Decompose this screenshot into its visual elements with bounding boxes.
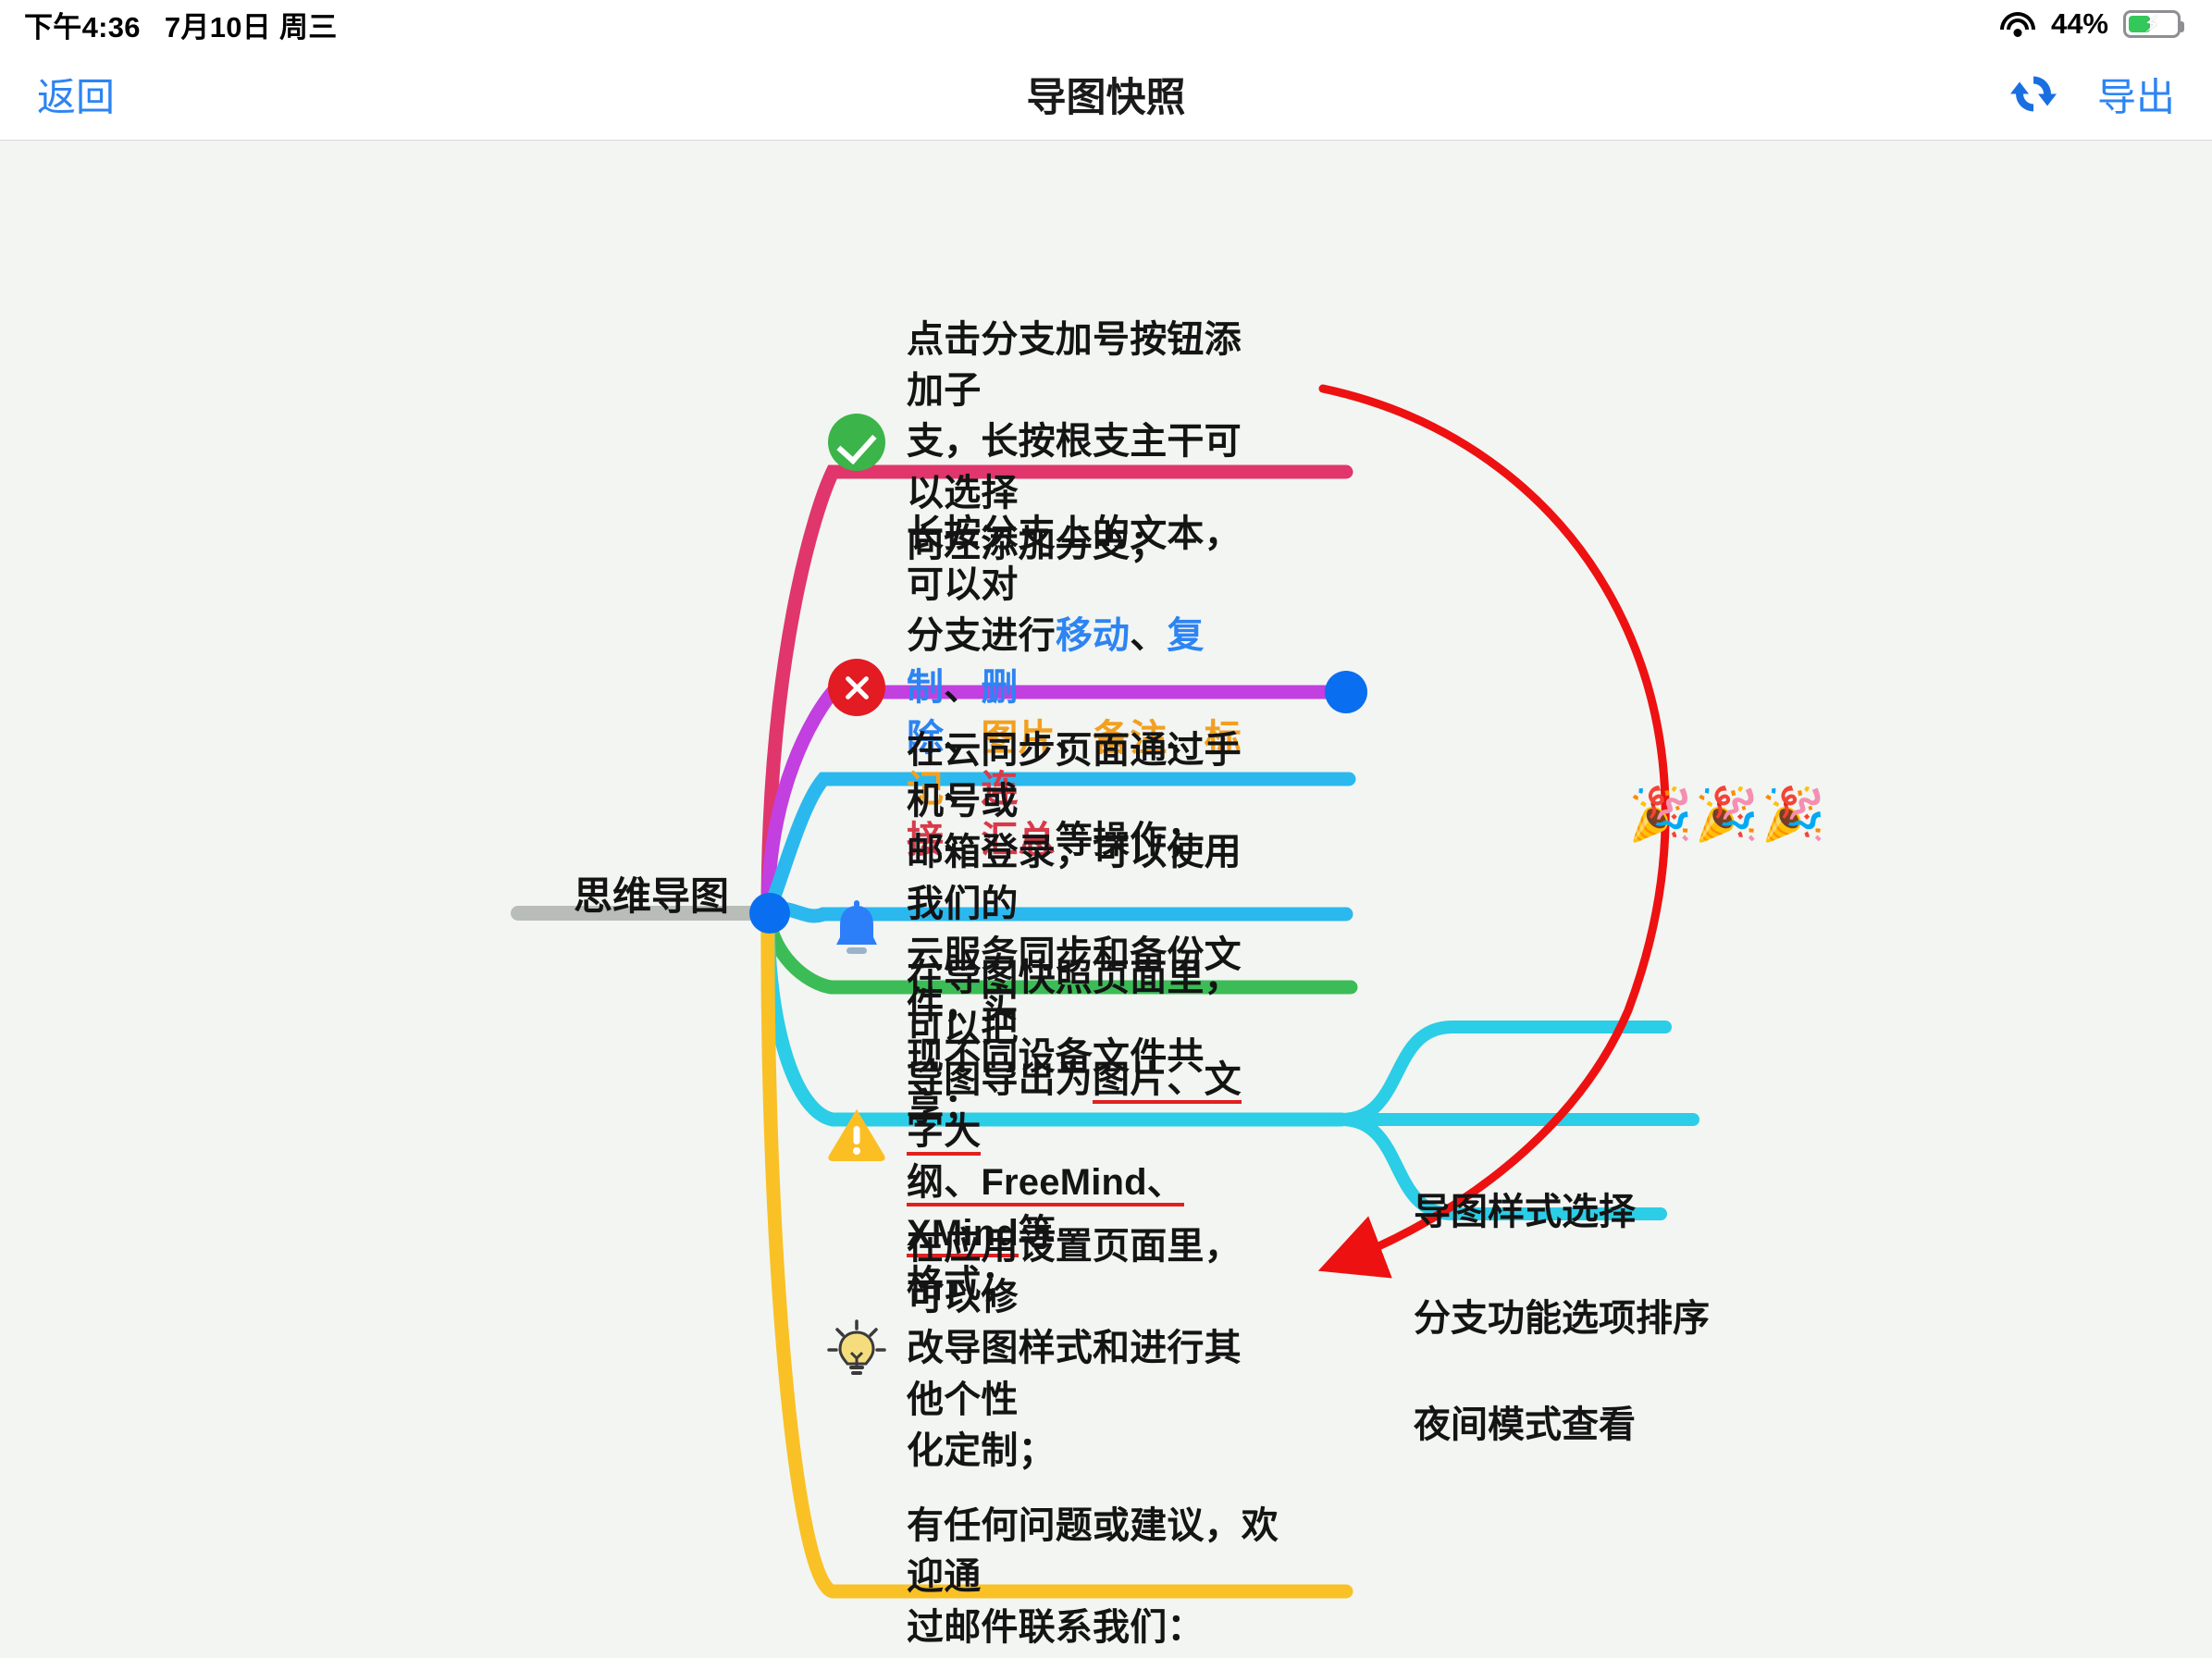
- status-date: 7月10日 周三: [164, 10, 338, 43]
- root-node-label[interactable]: 思维导图: [574, 874, 730, 918]
- warning-triangle-icon: [823, 1098, 890, 1165]
- branch-node-3-text: 在云同步页面通过手机号或邮箱登录，可以使用我们的云服务同步和备份文件，实现不同设…: [907, 730, 1242, 1129]
- branch-node-5[interactable]: 在应用设置页面里，可以修改导图样式和进行其他个性化定制；: [823, 1221, 1258, 1477]
- branch-endpoint-dot: [1325, 671, 1367, 713]
- battery-charging-icon: ⚡: [2123, 10, 2184, 38]
- sub-node-label-3[interactable]: 夜间模式查看: [1414, 1404, 1636, 1445]
- page-title: 导图快照: [1026, 75, 1186, 120]
- branch-node-6[interactable]: ★ 有任何问题或建议，欢迎通过邮件联系我们：mindline@126.com，或…: [823, 1501, 1279, 1658]
- navigation-bar: 返回 导图快照 导出: [0, 48, 2212, 141]
- status-time: 下午4:36: [24, 10, 141, 43]
- branch-line-1: [760, 464, 1353, 921]
- root-hub-dot: [749, 893, 790, 934]
- celebration-emoji: 🎉🎉🎉: [1628, 785, 1828, 843]
- branch-node-2[interactable]: 长按分支上的文本，可以对分支进行移动、复制、删除、图片、备注、标记、连接、汇总等…: [823, 509, 1258, 866]
- branch-node-3[interactable]: 在云同步页面通过手机号或邮箱登录，可以使用我们的云服务同步和备份文件，实现不同设…: [823, 725, 1258, 1134]
- wifi-icon: [1999, 10, 2036, 38]
- green-check-icon: [823, 409, 890, 476]
- branch-node-1[interactable]: 点击分支加号按钮添加子支，长按根支主干可以选择向左添加分支；: [823, 315, 1258, 570]
- status-bar-left: 下午4:36 7月10日 周三: [24, 4, 338, 45]
- branch-node-1-text: 点击分支加号按钮添加子支，长按根支主干可以选择向左添加分支；: [907, 319, 1242, 564]
- branch-node-4-text: 在导图快照页面里，可以把导图导出为图片、文字大纲、FreeMind、XMind等…: [907, 958, 1242, 1305]
- battery-percent-label: 44%: [2050, 7, 2108, 40]
- branch-node-2-text: 长按分支上的文本，可以对分支进行移动、复制、删除、图片、备注、标记、连接、汇总等…: [907, 513, 1242, 861]
- annotation-arrow: [1317, 384, 1670, 1279]
- branch-node-4[interactable]: 在导图快照页面里，可以把导图导出为图片、文字大纲、FreeMind、XMind等…: [823, 953, 1258, 1310]
- export-button[interactable]: 导出: [2096, 75, 2175, 118]
- status-bar-right: 44% ⚡: [1999, 7, 2184, 41]
- back-button[interactable]: 返回: [37, 75, 116, 118]
- status-bar: 下午4:36 7月10日 周三 44% ⚡: [0, 0, 2212, 48]
- red-cross-icon: [823, 654, 890, 721]
- branch-node-5-text: 在应用设置页面里，可以修改导图样式和进行其他个性化定制；: [907, 1226, 1242, 1471]
- branch-node-6-text: 有任何问题或建议，欢迎通过邮件联系我们：mindline@126.com，或者关…: [907, 1505, 1279, 1649]
- sub-node-label-2[interactable]: 分支功能选项排序: [1414, 1298, 1710, 1339]
- lightbulb-icon: [823, 1316, 890, 1382]
- branch-line-6: [760, 906, 1353, 1599]
- navigation-bar-actions: 导出: [2008, 66, 2175, 122]
- sub-node-label-1[interactable]: 导图样式选择: [1414, 1192, 1636, 1232]
- mindmap-branch-lines: [511, 384, 1699, 1599]
- sync-refresh-icon[interactable]: [2008, 69, 2058, 119]
- branch-line-2: [760, 685, 1344, 921]
- mindmap-canvas[interactable]: 思维导图 点击分支加号按钮添加子支，长按根支主干可以选择向左添加分支； 长按分支…: [0, 141, 2212, 1658]
- blue-bell-icon: [823, 897, 890, 963]
